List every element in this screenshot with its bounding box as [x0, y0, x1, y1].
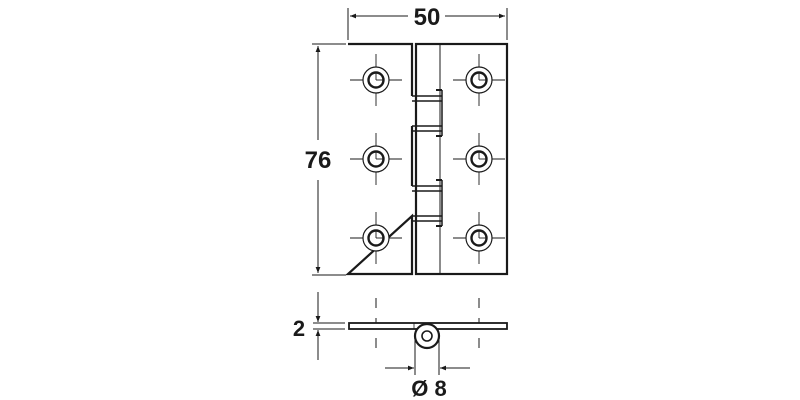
screw-hole-left-top — [350, 54, 402, 106]
thickness-label: 2 — [293, 316, 305, 341]
thickness-dimension — [313, 292, 345, 360]
diameter-dimension — [385, 340, 470, 375]
width-label: 50 — [414, 4, 441, 31]
screw-hole-right-top — [453, 54, 505, 106]
screw-holes — [350, 54, 505, 264]
width-dimension — [347, 8, 508, 40]
screw-hole-left-middle — [350, 133, 402, 185]
height-dimension — [312, 43, 346, 276]
screw-hole-left-bottom — [350, 212, 402, 264]
diameter-label: Ø 8 — [411, 376, 446, 400]
screw-hole-right-middle — [453, 133, 505, 185]
screw-hole-right-bottom — [453, 212, 505, 264]
hinge-front-view — [345, 42, 509, 276]
height-label: 76 — [305, 147, 332, 174]
hinge-side-view — [348, 298, 508, 354]
